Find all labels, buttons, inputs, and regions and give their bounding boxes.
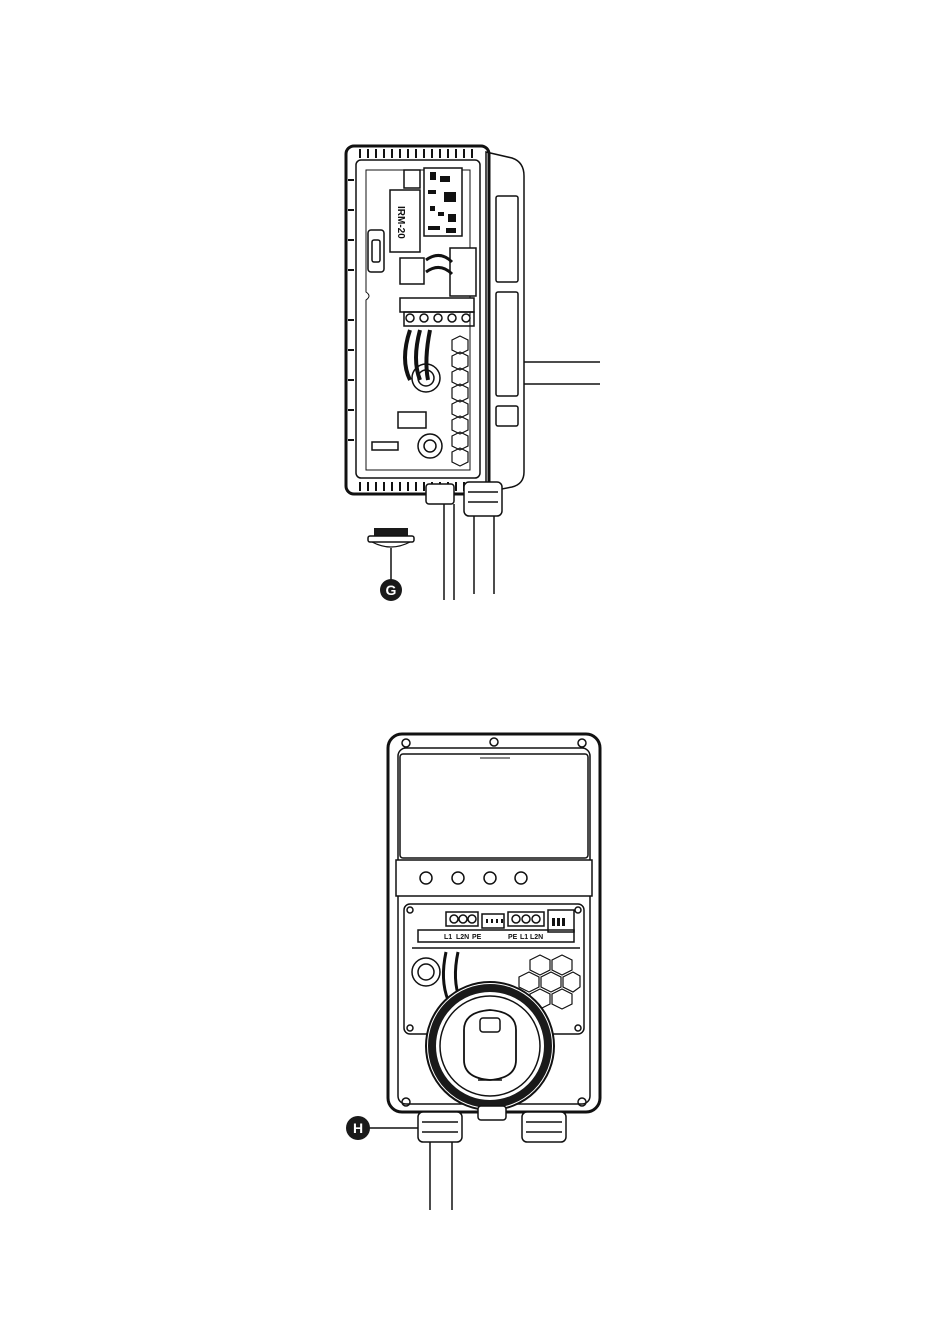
front-view-figure (368, 734, 600, 1210)
side-view-figure (346, 146, 600, 600)
front-gland-left (418, 1112, 462, 1142)
honeycomb-strip (452, 336, 468, 466)
module-label: IRM-20 (395, 206, 406, 239)
contactor (450, 248, 476, 296)
front-gland-center (478, 1106, 506, 1120)
bottom-gland-left (426, 484, 454, 504)
callout-h-text: H (353, 1120, 363, 1136)
terminal-label-pe: PE (472, 934, 482, 941)
side-module (548, 910, 574, 932)
bottom-bar (372, 442, 398, 450)
side-connector (368, 230, 384, 272)
terminal-screws (406, 314, 470, 322)
top-ribbing (360, 149, 472, 158)
wire-loop (426, 255, 452, 274)
terminal-label-l2n: L2N (456, 934, 469, 941)
callout-h: H (346, 1116, 370, 1140)
terminal-label-l1: L1 (444, 934, 452, 941)
terminal-label-pe-2: PE (508, 934, 518, 941)
terminal-label-l2n-2: L2N (530, 934, 543, 941)
lower-gland (418, 434, 442, 458)
terminal-labels: L1 L2N PE PE L1 L2N (444, 934, 543, 941)
module-cap (404, 170, 420, 188)
left-ribbing (348, 180, 354, 440)
cable-bundle (405, 330, 430, 380)
plug-cap (374, 528, 408, 536)
callout-g: G (380, 579, 402, 601)
terminal-rail (400, 298, 474, 312)
plug-rim (368, 536, 414, 542)
terminal-block-right (508, 912, 544, 926)
bottom-gland-right (464, 482, 502, 516)
terminal-label-l1-2: L1 (520, 934, 528, 941)
callout-g-text: G (386, 582, 397, 598)
terminal-block-left (446, 912, 478, 926)
socket-face (440, 996, 540, 1096)
display-window (400, 754, 588, 858)
bottom-ribbing (360, 482, 472, 491)
inner-gland-left (412, 958, 440, 986)
front-gland-right (522, 1112, 566, 1142)
led-band (396, 860, 592, 896)
lower-bracket (398, 412, 426, 428)
